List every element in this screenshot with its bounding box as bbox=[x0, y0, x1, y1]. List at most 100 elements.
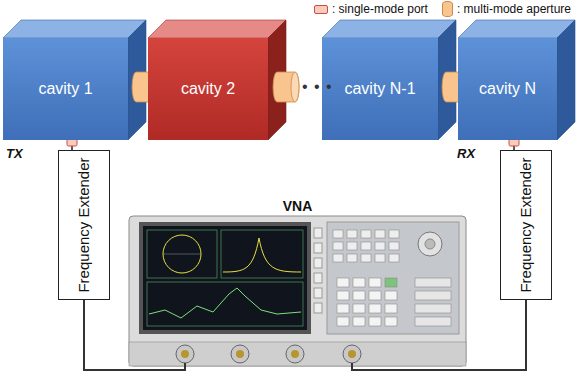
vna-side-buttons bbox=[314, 273, 322, 283]
extender-label: Frequency Extender bbox=[75, 155, 93, 295]
vna-keypad bbox=[337, 291, 349, 300]
cable bbox=[470, 300, 526, 370]
vna-keypad bbox=[385, 304, 397, 313]
vna-keypad bbox=[361, 230, 371, 238]
cavity-face bbox=[3, 20, 146, 38]
vna-keypad bbox=[389, 242, 399, 250]
vna-keypad bbox=[337, 317, 349, 326]
vna-keypad bbox=[369, 291, 381, 300]
vna-keypad bbox=[415, 317, 451, 326]
cavity-box: cavity N bbox=[458, 38, 557, 140]
port-label: TX bbox=[6, 146, 23, 161]
vna-port bbox=[176, 345, 194, 363]
cable bbox=[84, 300, 125, 370]
vna-screen bbox=[163, 254, 201, 255]
vna-keypad bbox=[361, 254, 371, 262]
vna-keypad bbox=[333, 230, 451, 326]
frequency-extender: Frequency Extender bbox=[58, 150, 110, 300]
vna-keypad bbox=[333, 254, 343, 262]
vna-keypad bbox=[369, 304, 381, 313]
extender-label: Frequency Extender bbox=[517, 155, 535, 295]
vna-keypad bbox=[385, 291, 397, 300]
aperture bbox=[273, 72, 299, 102]
vna-screen bbox=[221, 230, 303, 278]
cavity-label: cavity 1 bbox=[38, 80, 92, 98]
vna-keypad bbox=[361, 242, 371, 250]
vna-screen bbox=[163, 235, 201, 273]
cavity-face bbox=[557, 20, 575, 140]
vna-body bbox=[129, 342, 466, 366]
vna-port bbox=[231, 345, 249, 363]
cavity-box: cavity 2 bbox=[148, 38, 268, 140]
vna-side-buttons bbox=[314, 228, 322, 313]
aperture bbox=[273, 72, 299, 102]
aperture bbox=[291, 72, 299, 102]
vna-keypad bbox=[353, 291, 365, 300]
vna-body bbox=[129, 216, 466, 366]
vna-keypad bbox=[375, 230, 385, 238]
vna-port bbox=[291, 350, 299, 358]
single-mode-port bbox=[67, 139, 77, 146]
vna-port bbox=[181, 350, 189, 358]
vna-screen bbox=[139, 222, 311, 334]
vna-side-buttons bbox=[314, 288, 322, 298]
vna-side-buttons bbox=[314, 228, 322, 238]
vna-instrument: VNA bbox=[125, 198, 470, 385]
vna-screen bbox=[149, 288, 301, 318]
vna-keypad bbox=[333, 242, 343, 250]
cable bbox=[84, 300, 125, 370]
legend-swatch bbox=[314, 5, 328, 14]
vna-keypad bbox=[389, 230, 399, 238]
vna-screen bbox=[223, 238, 301, 272]
vna-port bbox=[176, 345, 361, 363]
cavity-label: cavity N bbox=[479, 80, 536, 98]
vna-keypad bbox=[369, 317, 381, 326]
vna-port bbox=[236, 350, 244, 358]
legend: : single-mode port : multi-mode aperture bbox=[314, 1, 571, 17]
vna-keypad bbox=[415, 291, 451, 300]
vna-keypad bbox=[385, 278, 397, 287]
vna-keypad bbox=[369, 278, 381, 287]
cable bbox=[72, 140, 526, 370]
vna-keypad bbox=[415, 278, 451, 287]
cavity-face bbox=[322, 20, 456, 38]
ellipsis: • • • bbox=[302, 78, 333, 96]
cavity-box: cavity N-1 bbox=[322, 38, 438, 140]
vna-keypad bbox=[333, 230, 343, 238]
cavity-face bbox=[458, 20, 575, 140]
vna-keypad bbox=[347, 254, 357, 262]
vna-port bbox=[348, 350, 356, 358]
vna-screen bbox=[139, 222, 311, 334]
vna-side-buttons bbox=[314, 258, 322, 268]
vna-keypad bbox=[353, 278, 365, 287]
cavity-face bbox=[148, 20, 286, 140]
vna-keypad bbox=[327, 222, 459, 334]
vna-keypad bbox=[347, 242, 357, 250]
vna-keypad bbox=[337, 278, 349, 287]
vna-keypad bbox=[415, 304, 451, 313]
vna-keypad bbox=[327, 222, 459, 334]
legend-text: : multi-mode aperture bbox=[457, 2, 571, 16]
vna-keypad bbox=[425, 239, 435, 249]
vna-keypad bbox=[353, 304, 365, 313]
single-mode-port bbox=[509, 139, 519, 146]
cavity-label: cavity N-1 bbox=[344, 80, 415, 98]
vna-keypad bbox=[389, 254, 399, 262]
legend-swatch bbox=[442, 1, 453, 17]
vna-keypad bbox=[375, 242, 385, 250]
vna-keypad bbox=[347, 230, 357, 238]
vna-keypad bbox=[375, 254, 385, 262]
cavity-box: cavity 1 bbox=[3, 38, 128, 140]
instrument-label: VNA bbox=[125, 198, 470, 214]
vna-keypad bbox=[385, 317, 397, 326]
vna-screen bbox=[147, 282, 303, 326]
vna-screen bbox=[147, 230, 217, 278]
vna-side-buttons bbox=[314, 303, 322, 313]
cavity-face bbox=[322, 20, 456, 140]
cavity-label: cavity 2 bbox=[181, 80, 235, 98]
vna-port bbox=[343, 345, 361, 363]
legend-entry: : single-mode port bbox=[314, 2, 428, 16]
vna-keypad bbox=[353, 317, 365, 326]
cable bbox=[470, 300, 526, 370]
frequency-extender: Frequency Extender bbox=[500, 150, 552, 300]
